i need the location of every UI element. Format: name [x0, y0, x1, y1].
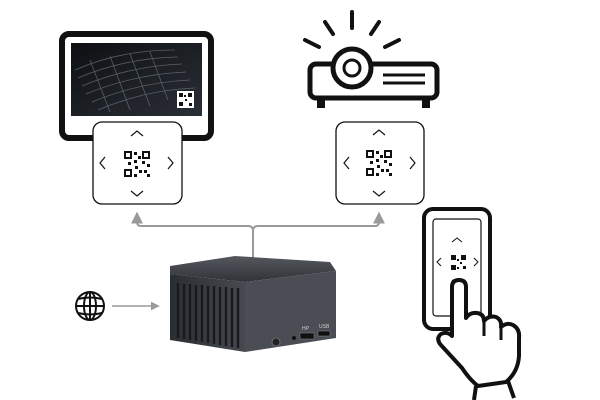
arrow-to-monitor: [131, 211, 254, 232]
up-arrow-icon[interactable]: [451, 237, 463, 243]
left-arrow-icon[interactable]: [436, 257, 442, 267]
port-label: USB: [319, 324, 330, 330]
right-arrow-icon[interactable]: [473, 257, 479, 267]
connection-lines: [112, 211, 385, 311]
qr-code-icon: [451, 255, 466, 270]
down-arrow-icon[interactable]: [372, 190, 386, 197]
left-arrow-icon[interactable]: [343, 156, 350, 170]
port-label: HP: [302, 326, 310, 332]
down-arrow-icon[interactable]: [130, 190, 144, 197]
left-arrow-icon[interactable]: [99, 156, 106, 170]
right-arrow-icon[interactable]: [409, 156, 416, 170]
monitor-icon: [59, 31, 214, 141]
globe-icon: [75, 291, 105, 321]
mini-pc-device: HP USB: [170, 256, 336, 352]
arrow-to-projector: [252, 211, 385, 232]
right-arrow-icon[interactable]: [167, 156, 174, 170]
up-arrow-icon[interactable]: [372, 129, 386, 136]
port: [299, 332, 315, 340]
monitor-remote-panel[interactable]: [92, 121, 183, 205]
qr-code-icon: [124, 151, 150, 177]
projector-icon: [303, 10, 440, 108]
phone-in-hand-icon: [422, 207, 522, 400]
qr-code-icon: [366, 150, 392, 176]
power-button: [271, 337, 281, 347]
port: [317, 330, 331, 337]
projector-remote-panel[interactable]: [335, 121, 425, 205]
up-arrow-icon[interactable]: [130, 130, 144, 137]
